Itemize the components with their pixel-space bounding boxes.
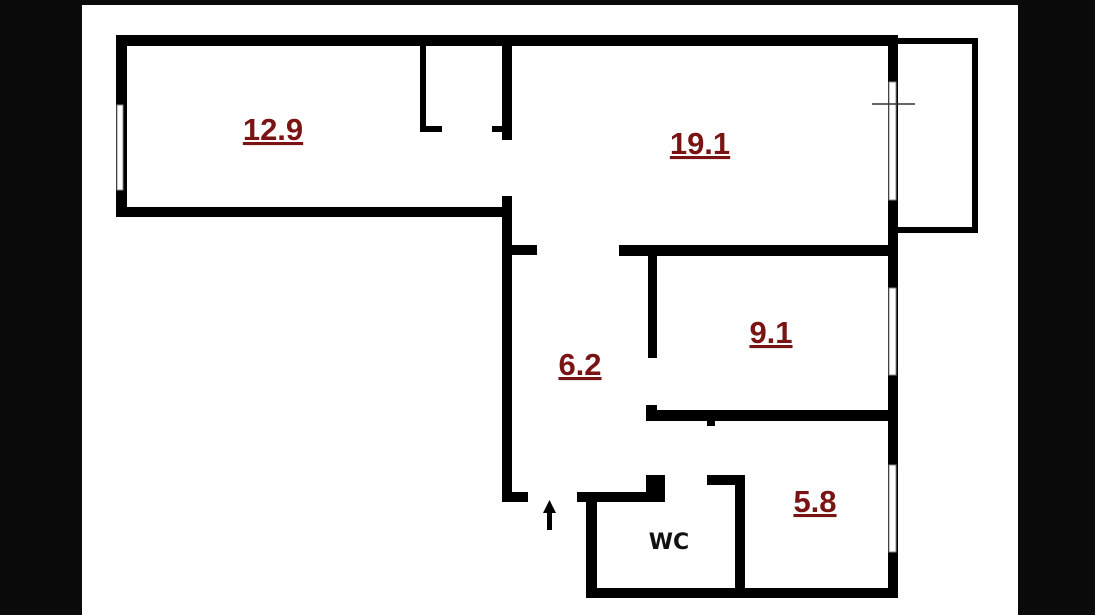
window-room2 bbox=[888, 81, 897, 201]
kitchen-stub bbox=[707, 475, 745, 485]
partition-wall bbox=[502, 46, 512, 140]
hallway-left-wall bbox=[502, 196, 512, 502]
room-label-19-1: 19.1 bbox=[670, 126, 730, 161]
wc-right bbox=[735, 475, 745, 598]
entry-stub-left bbox=[502, 492, 528, 502]
wall-room3-top bbox=[619, 245, 898, 256]
window-room3 bbox=[888, 287, 897, 376]
wall-room3-left bbox=[648, 256, 657, 358]
wall-top bbox=[116, 35, 898, 46]
wall-room1-bottom bbox=[116, 207, 512, 217]
window-left bbox=[116, 104, 124, 191]
closet-stub-right bbox=[492, 126, 512, 132]
wall-stub bbox=[646, 405, 657, 421]
room-label-5-8: 5.8 bbox=[793, 484, 836, 519]
closet-wall-left bbox=[420, 46, 426, 132]
closet-stub-left bbox=[420, 126, 442, 132]
room-label-12-9: 12.9 bbox=[243, 112, 303, 147]
balcony-right bbox=[972, 38, 978, 233]
room-label-6-2: 6.2 bbox=[558, 347, 601, 382]
wall-room3-bottom bbox=[646, 410, 898, 421]
hallway-stub bbox=[502, 245, 537, 255]
room-label-9-1: 9.1 bbox=[749, 315, 792, 350]
wc-stub bbox=[646, 475, 665, 502]
balcony-bottom bbox=[898, 227, 978, 233]
balcony-top bbox=[898, 38, 978, 44]
window-kitchen bbox=[888, 464, 897, 553]
wc-left bbox=[586, 492, 597, 598]
room-label-wc: WC bbox=[649, 530, 689, 555]
wall-tab bbox=[707, 419, 715, 426]
windows bbox=[116, 81, 897, 553]
wc-top bbox=[577, 492, 656, 502]
entry-arrow-icon bbox=[543, 500, 556, 530]
